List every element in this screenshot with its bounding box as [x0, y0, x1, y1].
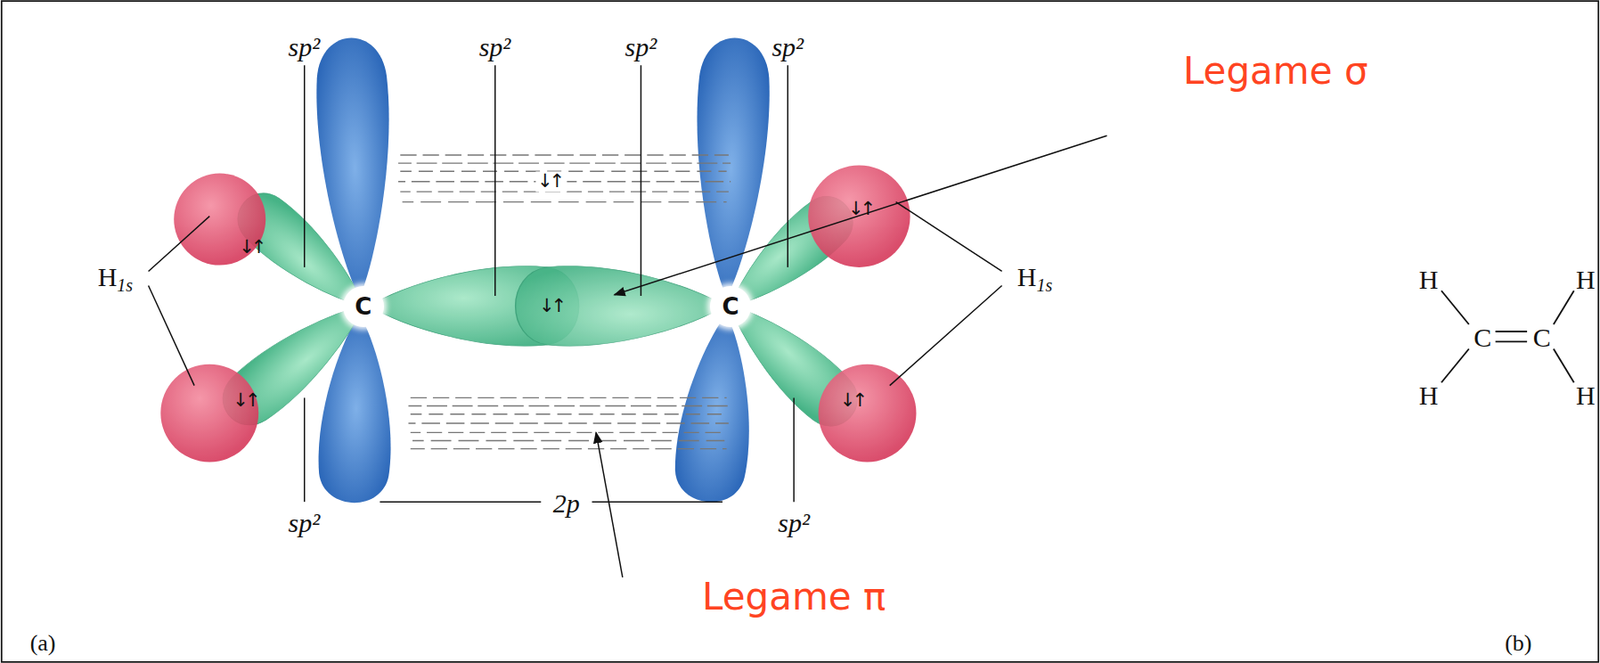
electron-pair: ↓↑ [538, 295, 564, 317]
sp2-orbitals [211, 181, 869, 438]
panel-tag: (b) [1504, 629, 1532, 656]
hybrid-orbital-label: sp² [287, 31, 320, 61]
formula-bonds [1441, 290, 1575, 383]
callout-arrows [595, 135, 1107, 578]
pi-bond-dashes [398, 155, 731, 449]
atom-symbol: C [722, 294, 740, 319]
leader-lines [148, 65, 1003, 502]
orbital-label: H1s [97, 261, 133, 294]
panel-tag: (a) [30, 629, 57, 656]
element-symbol: H [1017, 261, 1037, 291]
atom-circle: C [342, 285, 384, 327]
atom-symbol: H [1575, 263, 1596, 294]
atom-symbol: C [1533, 321, 1552, 352]
atom-symbol: C [1473, 321, 1492, 352]
hybrid-orbital-label: sp² [624, 31, 657, 61]
orbital-subscript: 1s [1036, 274, 1053, 294]
atom-circle: C [710, 285, 752, 327]
p-orbitals [314, 36, 772, 506]
electron-pair: ↓↑ [848, 198, 873, 220]
electron-pair: ↓↑ [238, 237, 263, 259]
hybrid-orbital-label: sp² [777, 507, 810, 538]
h-1s-orbitals [160, 164, 916, 462]
bond-callout: Legame σ [1183, 50, 1369, 92]
atom-symbol: C [354, 294, 372, 319]
electron-pair: ↓↑ [232, 391, 257, 412]
orbital-label: H1s [1017, 261, 1053, 294]
hybrid-orbital-label: sp² [479, 31, 512, 61]
bond-callout: Legame π [702, 576, 886, 618]
atom-symbol: H [1419, 380, 1439, 410]
electron-pair: ↓↑ [840, 391, 865, 412]
atom-symbol: H [1575, 380, 1596, 410]
hybrid-orbital-label: sp² [771, 31, 804, 61]
orbital-subscript: 1s [116, 274, 133, 294]
orbital-label: 2p [549, 487, 584, 517]
hybrid-orbital-label: sp² [287, 507, 320, 538]
element-symbol: H [97, 261, 118, 291]
atom-symbol: H [1419, 263, 1439, 294]
electron-pair: ↓↑ [535, 171, 567, 192]
